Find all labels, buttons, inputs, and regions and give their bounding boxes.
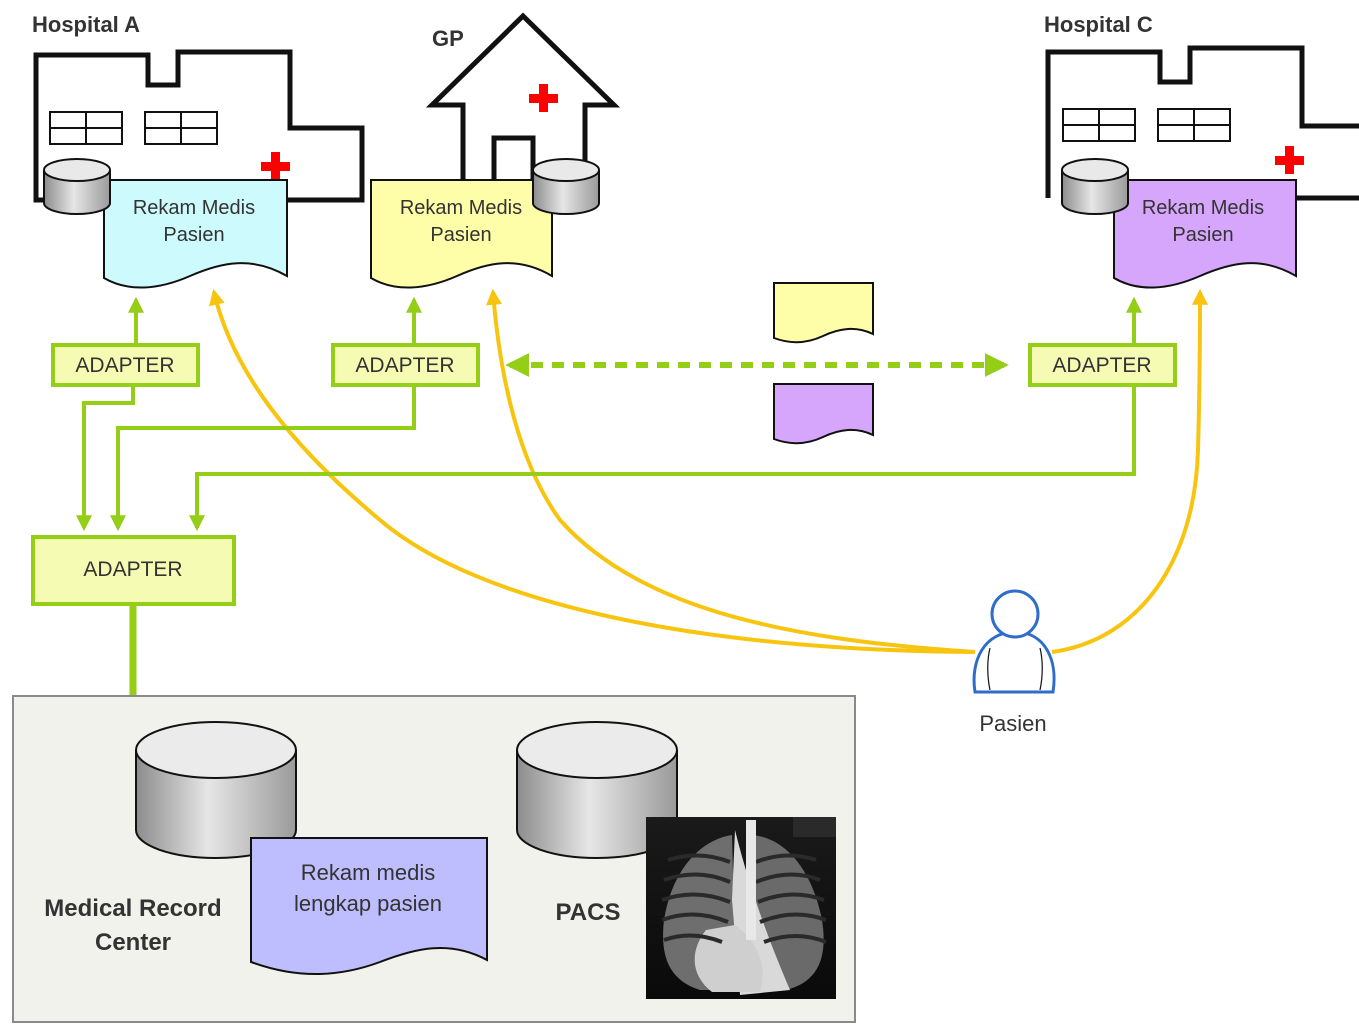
document-text-line1: Rekam Medis <box>400 197 522 219</box>
pacs-label: PACS <box>556 899 621 926</box>
document-text-line2: Pasien <box>1172 224 1233 246</box>
database-cylinder-icon <box>516 721 678 859</box>
patient-access-links <box>209 288 1208 654</box>
adapter-label: ADAPTER <box>75 354 174 377</box>
adapter-hospital-c: ADAPTER <box>1028 343 1177 387</box>
hospital-a-label: Hospital A <box>32 12 140 37</box>
adapter-c-to-center-link <box>189 387 1136 532</box>
adapter-gp-to-center-link <box>110 387 416 532</box>
patient-to-gp-link <box>486 288 976 654</box>
document-text-line1: Rekam Medis <box>1142 197 1264 219</box>
center-label-line1: Medical Record <box>44 895 221 922</box>
document-text-line2: lengkap pasien <box>294 891 442 916</box>
hospital-a-record-document: Rekam Medis Pasien <box>103 179 288 289</box>
medical-record-center-panel: Rekam medis lengkap pasien Medical Recor… <box>12 695 856 1023</box>
adapter-center: ADAPTER <box>31 535 236 606</box>
document-text-line2: Pasien <box>163 224 224 246</box>
red-cross-icon <box>1275 146 1304 174</box>
exchanged-document-purple <box>773 383 874 445</box>
center-label-line2: Center <box>95 929 171 956</box>
document-text-line1: Rekam medis <box>301 860 435 885</box>
red-cross-icon <box>261 152 290 180</box>
patient-person-icon <box>972 589 1056 694</box>
adapter-label: ADAPTER <box>1052 354 1151 377</box>
hospital-c-label: Hospital C <box>1044 12 1153 37</box>
patient-label: Pasien <box>979 711 1046 736</box>
adapter-gp: ADAPTER <box>331 343 480 387</box>
hospital-a-building-icon <box>33 49 365 203</box>
database-cylinder-icon <box>532 158 600 215</box>
exchanged-document-yellow <box>773 282 874 344</box>
adapter-label: ADAPTER <box>355 354 454 377</box>
adapter-a-to-center-link <box>76 387 135 532</box>
hospital-c-building-icon <box>1045 45 1359 201</box>
hospital-c-record-document: Rekam Medis Pasien <box>1113 179 1297 289</box>
complete-record-document: Rekam medis lengkap pasien <box>250 837 488 975</box>
gp-label: GP <box>432 26 464 51</box>
document-text-line1: Rekam Medis <box>133 197 255 219</box>
adapter-connection-lines <box>76 296 1142 696</box>
database-cylinder-icon <box>1061 158 1129 215</box>
patient-to-hospital-a-link <box>209 288 976 654</box>
patient-to-hospital-c-link <box>1051 288 1208 654</box>
document-text-line2: Pasien <box>430 224 491 246</box>
database-cylinder-icon <box>43 158 111 215</box>
chest-xray-image <box>646 817 836 999</box>
gp-record-document: Rekam Medis Pasien <box>370 179 553 289</box>
adapter-hospital-a: ADAPTER <box>51 343 200 387</box>
adapter-label: ADAPTER <box>83 558 182 581</box>
database-cylinder-icon <box>135 721 297 859</box>
gp-house-icon <box>425 12 621 190</box>
red-cross-icon <box>529 84 558 112</box>
